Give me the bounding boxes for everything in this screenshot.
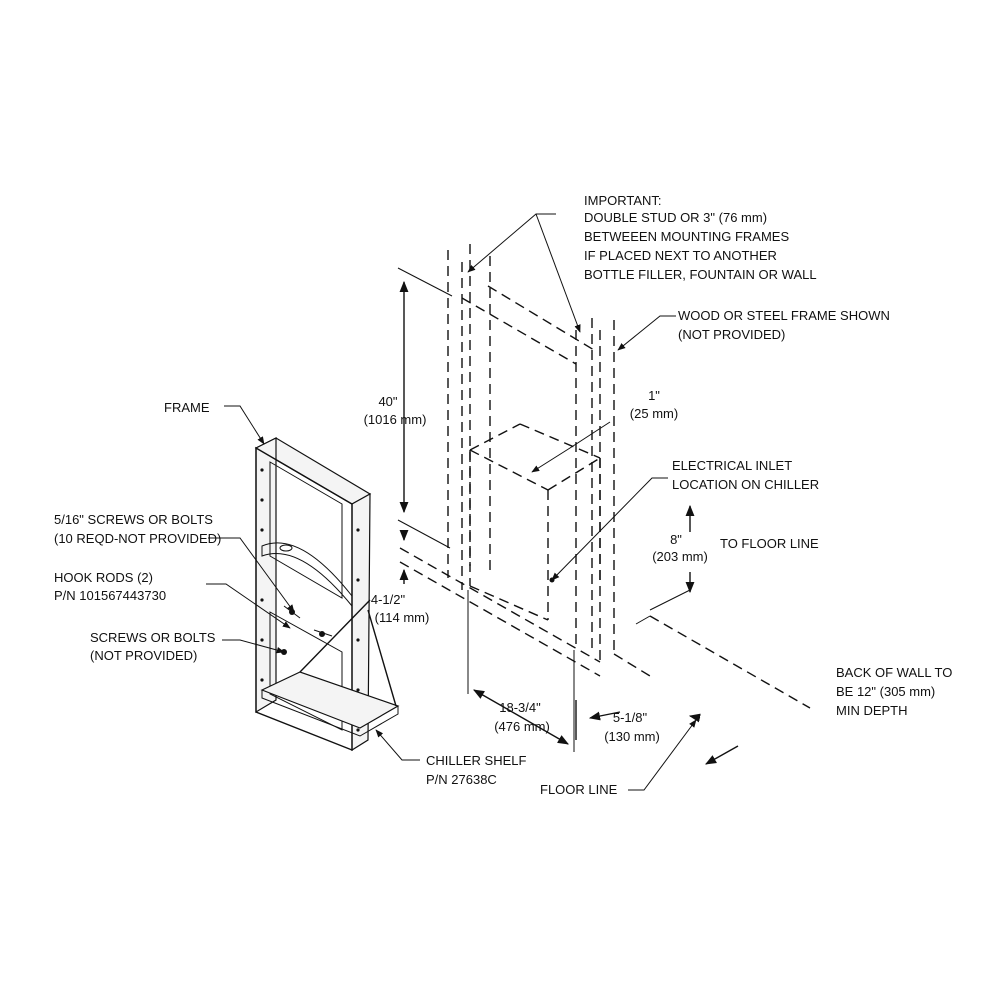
dim-18-75-inch: 18-3/4" xyxy=(499,700,541,715)
important-note: IMPORTANT: DOUBLE STUD OR 3" (76 mm) BET… xyxy=(584,193,817,282)
electrical-inlet-line-1: ELECTRICAL INLET xyxy=(672,458,792,473)
floor-line-label: FLOOR LINE xyxy=(540,782,618,797)
important-line-5: BOTTLE FILLER, FOUNTAIN OR WALL xyxy=(584,267,817,282)
hook-rods-line-2: P/N 101567443730 xyxy=(54,588,166,603)
screws-bolts-line-1: SCREWS OR BOLTS xyxy=(90,630,216,645)
back-of-wall-line-1: BACK OF WALL TO xyxy=(836,665,952,680)
screws-bolts-line-2: (NOT PROVIDED) xyxy=(90,648,197,663)
frame-shown-line-2: (NOT PROVIDED) xyxy=(678,327,785,342)
dim-1-inch: 1" xyxy=(648,388,660,403)
important-line-2: DOUBLE STUD OR 3" (76 mm) xyxy=(584,210,767,225)
important-line-1: IMPORTANT: xyxy=(584,193,662,208)
chiller-shelf-line-1: CHILLER SHELF xyxy=(426,753,526,768)
back-of-wall-line-2: BE 12" (305 mm) xyxy=(836,684,935,699)
to-floor-line-label: TO FLOOR LINE xyxy=(720,536,819,551)
important-line-4: IF PLACED NEXT TO ANOTHER xyxy=(584,248,777,263)
frame-assembly xyxy=(254,437,400,752)
dim-40-inch: 40" xyxy=(378,394,397,409)
dim-40-mm: (1016 mm) xyxy=(364,412,427,427)
frame-shown-line-1: WOOD OR STEEL FRAME SHOWN xyxy=(678,308,890,323)
dim-4-5-mm: (114 mm) xyxy=(375,610,430,625)
left-leaders xyxy=(206,405,420,761)
dim-5-125-mm: (130 mm) xyxy=(604,729,660,744)
dimension-lines xyxy=(397,213,739,791)
important-line-3: BETWEEEN MOUNTING FRAMES xyxy=(584,229,789,244)
dim-8-mm: (203 mm) xyxy=(652,549,708,564)
screws-516-line-1: 5/16" SCREWS OR BOLTS xyxy=(54,512,213,527)
screws-516-line-2: (10 REQD-NOT PROVIDED) xyxy=(54,531,221,546)
hook-rods-line-1: HOOK RODS (2) xyxy=(54,570,153,585)
dim-4-5-inch: 4-1/2" xyxy=(371,592,406,607)
frame-label: FRAME xyxy=(164,400,210,415)
dim-18-75-mm: (476 mm) xyxy=(494,719,550,734)
chiller-shelf-line-2: P/N 27638C xyxy=(426,772,497,787)
electrical-inlet-line-2: LOCATION ON CHILLER xyxy=(672,477,819,492)
dim-8-inch: 8" xyxy=(670,532,682,547)
wall-framing xyxy=(399,244,811,709)
back-of-wall-line-3: MIN DEPTH xyxy=(836,703,908,718)
dim-5-125-inch: 5-1/8" xyxy=(613,710,648,725)
dim-1-mm: (25 mm) xyxy=(630,406,678,421)
